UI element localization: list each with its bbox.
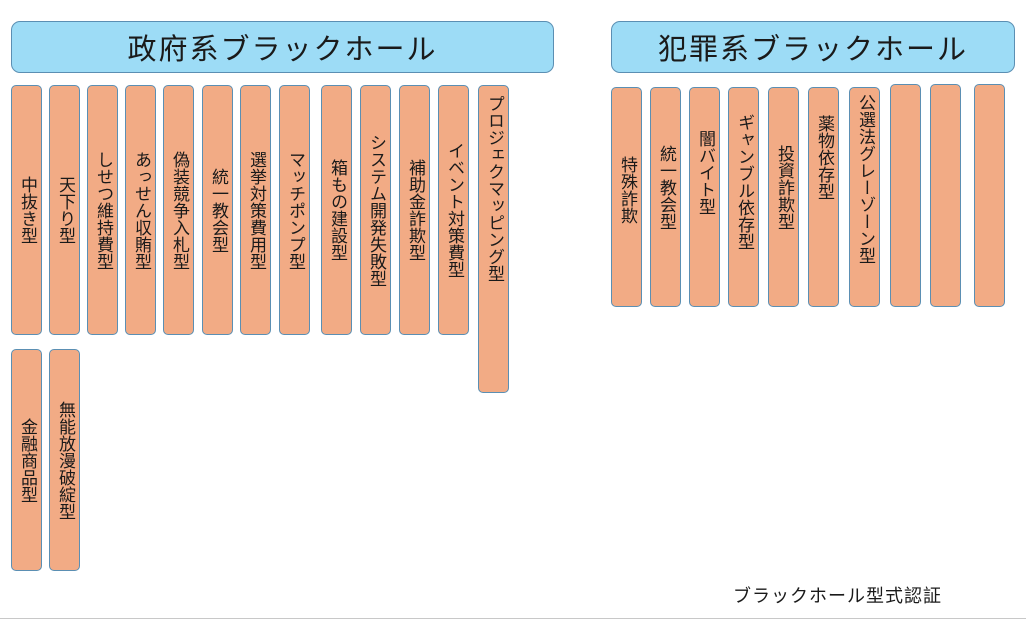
crime-card-7: 公選法グレーゾーン型 [849,87,880,307]
gov-card-9: 箱もの建設型 [321,85,352,335]
gov-card-10: システム開発失敗型 [360,85,391,335]
gov-card-14: 金融商品型 [11,349,42,571]
crime-card-1: 特殊詐欺 [611,87,642,307]
gov-card-2: 天下り型 [49,85,80,335]
gov-card-13: プロジェクマッピング型 [478,85,509,393]
caption-text: ブラックホール型式認証 [733,586,942,607]
bottom-divider [0,618,1026,619]
crime-card-4: ギャンブル依存型 [728,87,759,307]
gov-card-3: しせつ維持費型 [87,85,118,335]
gov-card-1: 中抜き型 [11,85,42,335]
gov-card-12: イベント対策費型 [438,85,469,335]
gov-card-15: 無能放漫破綻型 [49,349,80,571]
crime-card-5: 投資詐欺型 [768,87,799,307]
crime-header: 犯罪系ブラックホール [611,21,1015,73]
government-header: 政府系ブラックホール [11,21,554,73]
crime-card-9 [930,84,961,307]
crime-card-2: 統一教会型 [650,87,681,307]
crime-card-6: 薬物依存型 [808,87,839,307]
crime-header-title: 犯罪系ブラックホール [657,32,968,66]
crime-card-8 [890,84,921,307]
crime-card-3: 闇バイト型 [689,87,720,307]
government-header-title: 政府系ブラックホール [127,32,438,66]
gov-card-7: 選挙対策費用型 [240,85,271,335]
gov-card-11: 補助金詐欺型 [399,85,430,335]
gov-card-6: 統一教会型 [202,85,233,335]
crime-card-10 [974,84,1005,307]
gov-card-5: 偽装競争入札型 [163,85,194,335]
gov-card-8: マッチポンプ型 [279,85,310,335]
gov-card-4: あっせん収賄型 [125,85,156,335]
